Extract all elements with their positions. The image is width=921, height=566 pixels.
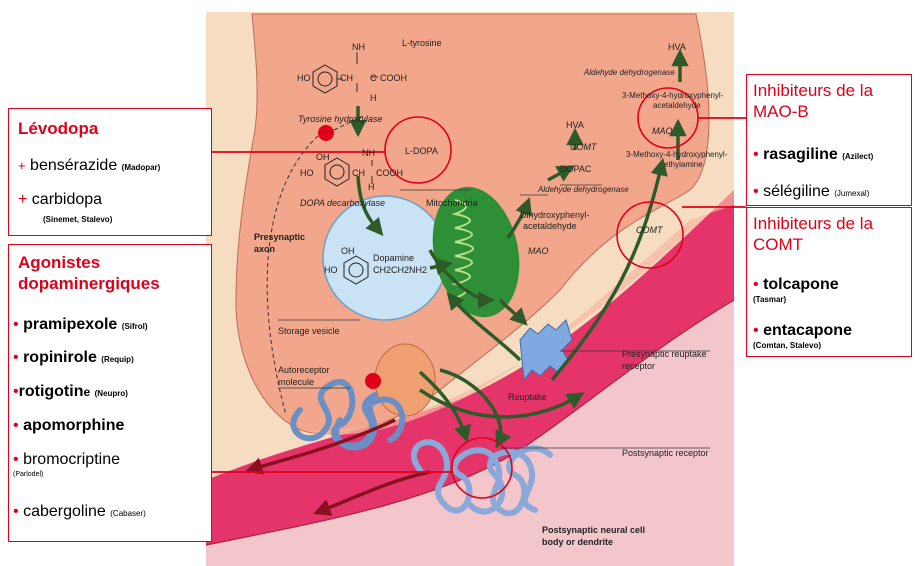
label-mao-mid: MAO: [528, 246, 549, 256]
levodopa-line-carbidopa: + carbidopa: [18, 191, 102, 209]
label-dopa-decarboxylase: DOPA decarboxylase: [300, 198, 385, 208]
label-axon: axon: [254, 244, 275, 254]
agonists-title-1: Agonistes: [18, 253, 100, 273]
inhibition-marker-bottom: [365, 373, 381, 389]
brand-comtan-stalevo: (Comtan, Stalevo): [753, 341, 821, 350]
label-ho-dopa: HO: [300, 168, 314, 178]
label-aldehyde-dehydrogenase-mid: Aldehyde dehydrogenase: [537, 185, 629, 194]
brand-tasmar: (Tasmar): [753, 295, 786, 304]
label-presynaptic-reuptake-2: receptor: [622, 361, 655, 371]
agonists-box: Agonistes dopaminergiques • pramipexole …: [8, 244, 212, 542]
label-mao-right: MAO: [652, 126, 673, 136]
label-comt-mid: COMT: [570, 142, 598, 152]
label-methoxy-eth-1: 3-Methoxy-4-hydroxyphenyl-: [626, 150, 728, 159]
levodopa-box: Lévodopa + bensérazide (Madopar) + carbi…: [8, 108, 212, 236]
maob-inhibitors-box: Inhibiteurs de la MAO-B • rasagiline (Az…: [746, 74, 912, 206]
label-dopamine-formula: CH2CH2NH2: [373, 265, 427, 275]
agonists-title-2: dopaminergiques: [18, 274, 160, 294]
label-tyrosine-hydroxylase: Tyrosine hydroxylase: [298, 114, 382, 124]
maob-selegiline: • sélégiline (Jumexal): [753, 183, 869, 201]
label-hva-mid: HVA: [566, 120, 584, 130]
label-reuptake: Reuptake: [508, 392, 547, 402]
label-aldehyde-dehydrogenase-top: Aldehyde dehydrogenase: [583, 68, 675, 77]
inhibition-marker-top: [318, 125, 334, 141]
label-methoxy-ald-2: acetaldehyde: [653, 101, 701, 110]
label-nh2-tyr: NH: [352, 42, 365, 52]
agonist-cabergoline: • cabergoline (Cabaser): [13, 503, 146, 521]
label-mitochondria: Mitochondria: [426, 198, 478, 208]
autoreceptor-bulb: [375, 344, 435, 416]
comt-title-1: Inhibiteurs de la: [753, 214, 873, 234]
label-hva-top: HVA: [668, 42, 686, 52]
label-storage-vesicle: Storage vesicle: [278, 326, 340, 336]
label-postsynaptic-receptor: Postsynaptic receptor: [622, 448, 709, 458]
brand-sinemet-stalevo: (Sinemet, Stalevo): [43, 215, 112, 224]
label-ch2-dopa: CH: [352, 168, 365, 178]
maob-rasagiline: • rasagiline (Azilect): [753, 146, 873, 164]
label-h-tyr: H: [370, 93, 377, 103]
label-cooh-dopa: COOH: [376, 168, 403, 178]
label-ho-dopamine: HO: [324, 265, 338, 275]
comt-tolcapone: • tolcapone: [753, 276, 839, 294]
agonist-bromocriptine: • bromocriptine: [13, 451, 120, 469]
label-postsynaptic-cell-2: body or dendrite: [542, 537, 613, 547]
label-dihydroxy-1: Dihydroxyphenyl-: [520, 210, 590, 220]
drug-benserazide: bensérazide: [30, 157, 117, 174]
label-nh2-dopa: NH: [362, 148, 375, 158]
comt-entacapone: • entacapone: [753, 322, 852, 340]
label-oh-dopa: OH: [316, 152, 330, 162]
label-l-dopa: L-DOPA: [405, 146, 438, 156]
label-autoreceptor-molecule: molecule: [278, 377, 314, 387]
brand-madopar: (Madopar): [122, 163, 161, 172]
label-methoxy-eth-2: ethylamine: [664, 160, 703, 169]
label-oh-dopamine: OH: [341, 246, 355, 256]
label-h-dopa: H: [368, 182, 375, 192]
label-presynaptic: Presynaptic: [254, 232, 305, 242]
levodopa-title: Lévodopa: [18, 119, 98, 139]
levodopa-line-benserazide: + bensérazide (Madopar): [18, 157, 160, 175]
agonist-ropinirole: • ropinirole (Requip): [13, 349, 134, 367]
brand-parlodel: (Parlodel): [13, 471, 43, 478]
label-presynaptic-reuptake: Presynaptic reuptake: [622, 349, 707, 359]
label-postsynaptic-cell: Postsynaptic neural cell: [542, 525, 645, 535]
drug-carbidopa: carbidopa: [32, 191, 102, 208]
label-dopac: DOPAC: [560, 164, 592, 174]
label-comt-right: COMT: [636, 225, 664, 235]
label-cooh-tyr: COOH: [380, 73, 407, 83]
label-methoxy-ald-1: 3-Methoxy-4-hydroxyphenyl-: [622, 91, 724, 100]
agonist-apomorphine: • apomorphine: [13, 417, 124, 435]
agonist-rotigotine: •rotigotine (Neupro): [13, 383, 128, 401]
label-dopamine: Dopamine: [373, 253, 414, 263]
comt-title-2: COMT: [753, 235, 803, 255]
label-autoreceptor: Autoreceptor: [278, 365, 330, 375]
label-l-tyrosine: L-tyrosine: [402, 38, 442, 48]
maob-title-1: Inhibiteurs de la: [753, 81, 873, 101]
label-ch2-tyr: CH: [340, 73, 353, 83]
label-dihydroxy-2: acetaldehyde: [523, 221, 577, 231]
agonist-pramipexole: • pramipexole (Sifrol): [13, 316, 148, 334]
label-ho-tyr: HO: [297, 73, 311, 83]
comt-inhibitors-box: Inhibiteurs de la COMT • tolcapone (Tasm…: [746, 207, 912, 357]
label-c-tyr: C: [370, 73, 377, 83]
maob-title-2: MAO-B: [753, 102, 809, 122]
